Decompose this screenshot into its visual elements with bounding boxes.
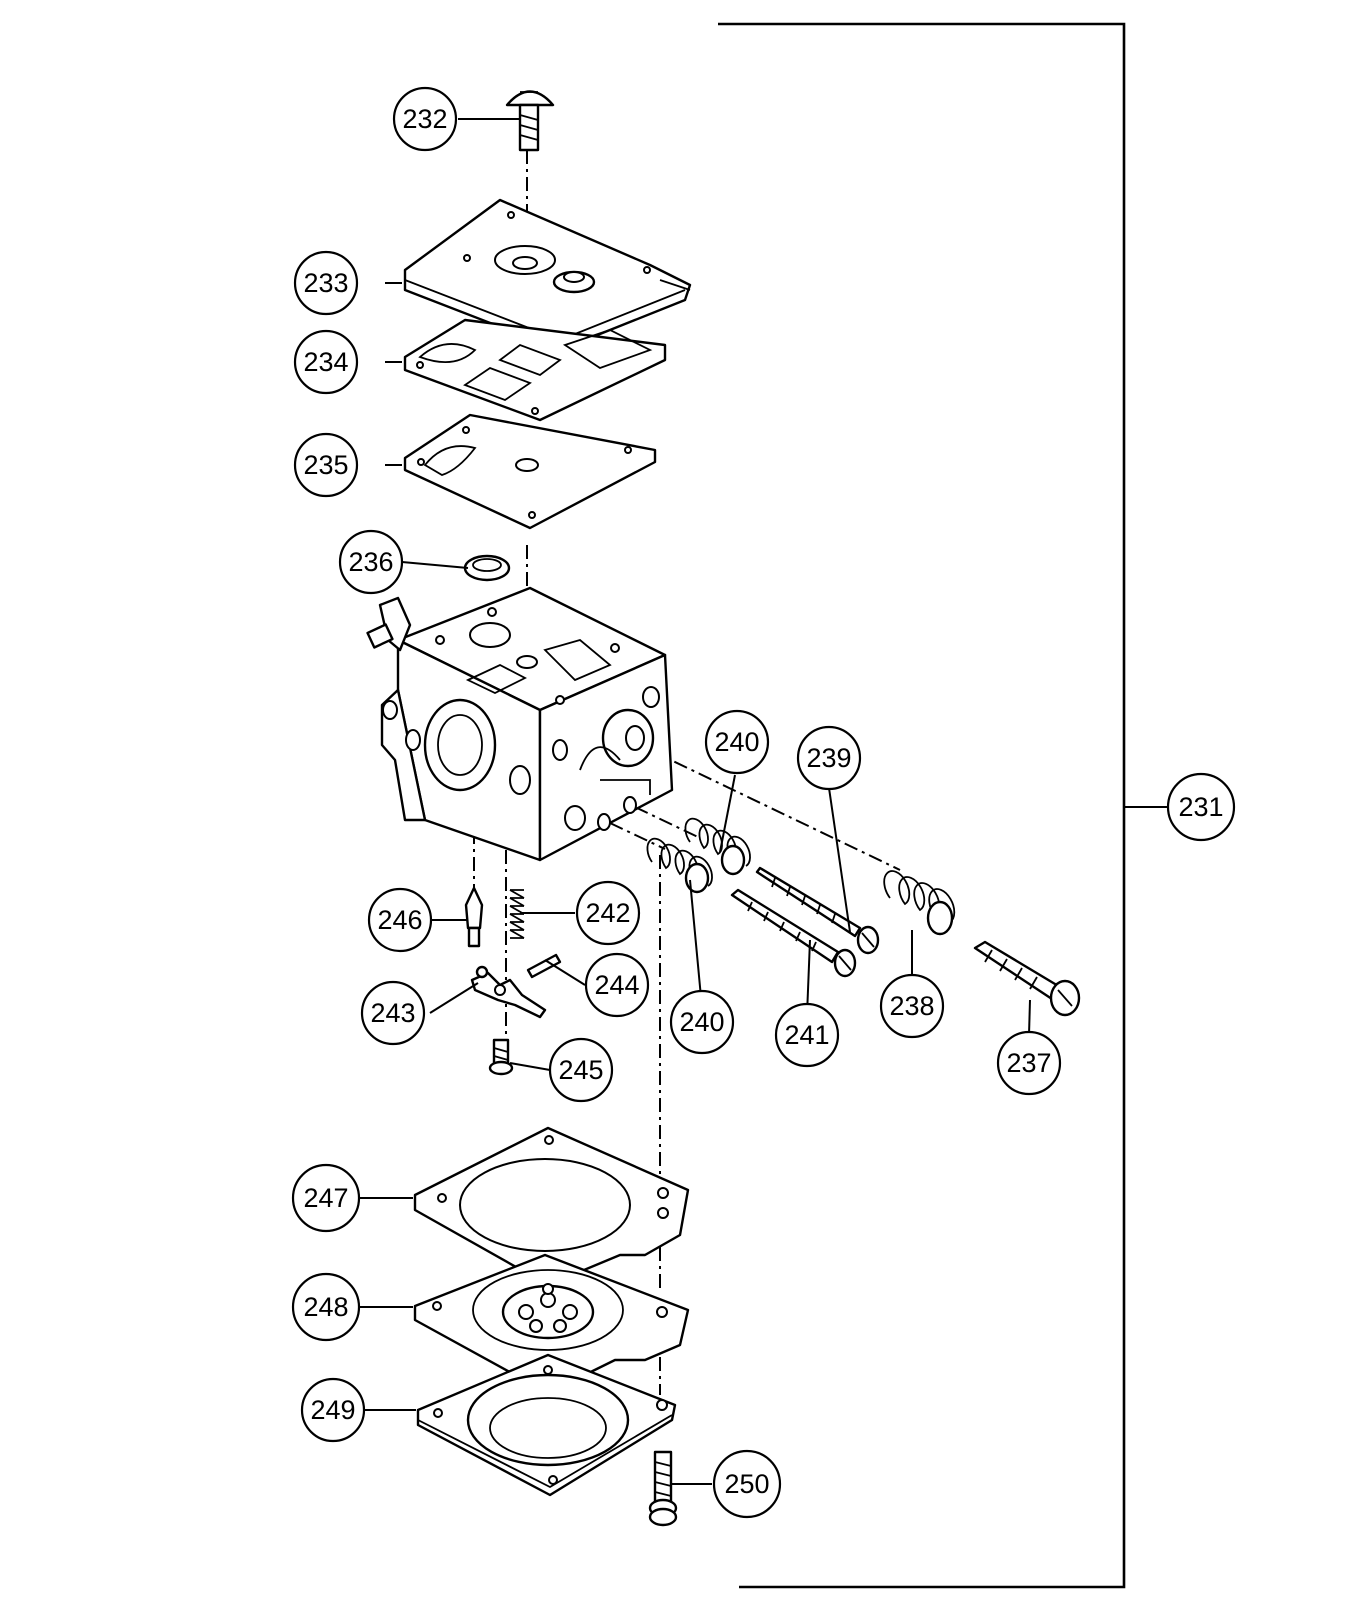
assembly-bracket [718, 22, 1168, 1589]
screw-250 [648, 1450, 678, 1527]
spring-242 [509, 889, 525, 939]
callout-232: 232 [392, 86, 458, 152]
inlet-needle-246 [464, 886, 484, 948]
idle-screw-237 [973, 940, 1081, 1017]
svg-text:237: 237 [1006, 1048, 1051, 1078]
svg-text:243: 243 [370, 998, 415, 1028]
svg-text:239: 239 [806, 743, 851, 773]
metering-cover-249 [416, 1353, 677, 1497]
svg-text:241: 241 [784, 1020, 829, 1050]
svg-text:242: 242 [585, 898, 630, 928]
callout-246: 246 [367, 887, 433, 953]
welch-plug-236 [463, 554, 511, 582]
callout-240-lower: 240 [669, 989, 735, 1055]
callout-250: 250 [712, 1449, 782, 1519]
callout-236: 236 [338, 529, 404, 595]
svg-text:240: 240 [679, 1007, 724, 1037]
spring-240-lower [646, 837, 713, 894]
metering-diaphragm-248 [413, 1253, 690, 1395]
callout-244: 244 [584, 952, 650, 1018]
callout-249: 249 [300, 1377, 366, 1443]
screw-232 [505, 90, 555, 152]
callouts: 232 233 234 235 236 231 240 239 246 242 … [291, 86, 1236, 1519]
svg-text:248: 248 [303, 1292, 348, 1322]
leader-lines [360, 118, 1031, 1485]
spring-238 [883, 870, 956, 936]
callout-242: 242 [575, 880, 641, 946]
callout-237: 237 [996, 1030, 1062, 1096]
pump-gasket-234 [403, 318, 667, 422]
svg-text:244: 244 [594, 970, 639, 1000]
svg-text:231: 231 [1178, 792, 1223, 822]
callout-243: 243 [360, 980, 426, 1046]
callout-239: 239 [796, 725, 862, 791]
lever-243 [470, 965, 547, 1019]
callout-241: 241 [774, 1002, 840, 1068]
svg-text:238: 238 [889, 991, 934, 1021]
needle-241 [730, 888, 857, 978]
svg-text:233: 233 [303, 268, 348, 298]
callout-233: 233 [293, 250, 359, 316]
metering-gasket-247 [413, 1126, 690, 1287]
svg-text:247: 247 [303, 1183, 348, 1213]
callout-248: 248 [291, 1272, 361, 1342]
svg-text:249: 249 [310, 1395, 355, 1425]
svg-text:234: 234 [303, 347, 348, 377]
callout-234: 234 [293, 329, 359, 395]
screw-245 [488, 1038, 514, 1076]
svg-text:246: 246 [377, 905, 422, 935]
svg-text:250: 250 [724, 1469, 769, 1499]
callout-231: 231 [1166, 772, 1236, 842]
callout-245: 245 [548, 1037, 614, 1103]
pump-cover-233 [403, 198, 692, 352]
callout-240-upper: 240 [704, 709, 770, 775]
svg-text:240: 240 [714, 727, 759, 757]
svg-text:236: 236 [348, 547, 393, 577]
callout-235: 235 [293, 432, 359, 498]
callout-238: 238 [879, 973, 945, 1039]
svg-text:232: 232 [402, 104, 447, 134]
carburetor-body [366, 586, 674, 862]
needle-239 [755, 866, 880, 955]
callout-247: 247 [291, 1163, 361, 1233]
svg-text:235: 235 [303, 450, 348, 480]
pump-diaphragm-235 [403, 413, 657, 530]
spring-240-upper [684, 817, 751, 876]
svg-text:245: 245 [558, 1055, 603, 1085]
